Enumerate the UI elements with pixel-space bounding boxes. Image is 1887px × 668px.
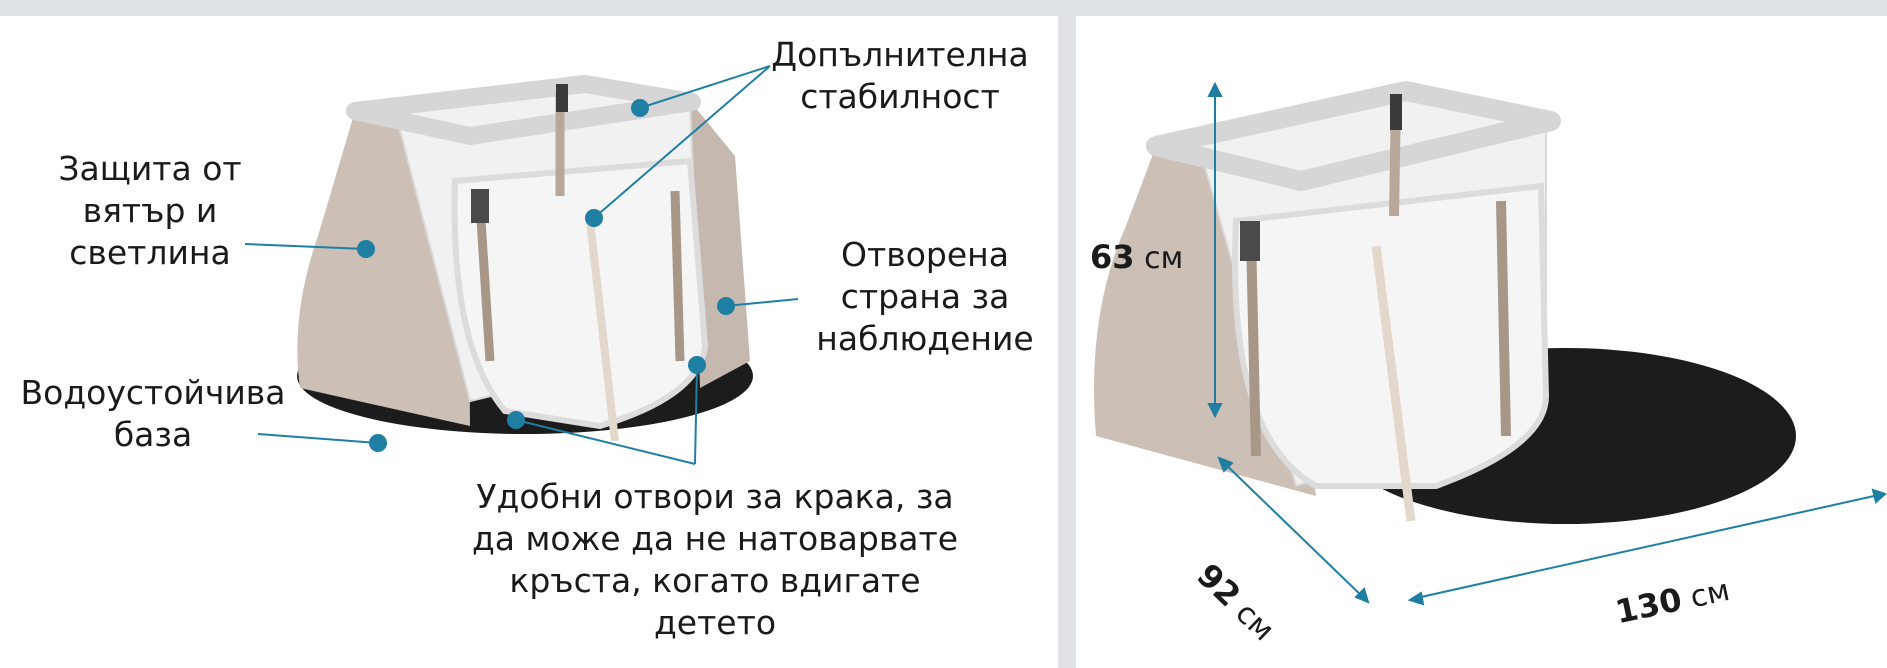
label-leg-openings: Удобни отвори за крака, за да може да не…	[465, 476, 965, 644]
callout-dots	[357, 99, 735, 452]
travel-cot-illustration	[244, 65, 799, 465]
leader-lines	[244, 65, 799, 465]
travel-cot-dimensions-illustration	[1094, 81, 1887, 606]
label-line: страна за	[840, 277, 1010, 316]
dimensions-panel: 63 см 92 см 130 см	[1076, 16, 1887, 668]
label-line: светлина	[69, 233, 231, 272]
label-line: Отворена	[841, 235, 1009, 274]
label-line: кръста, когато вдигате	[509, 561, 921, 600]
features-panel: Допълнителна стабилност Защита от вятър …	[0, 16, 1058, 668]
height-value: 63	[1090, 238, 1135, 276]
dimension-arrows	[1207, 81, 1887, 606]
label-extra-stability: Допълнителна стабилност	[760, 34, 1040, 118]
height-dimension-label: 63 см	[1090, 238, 1183, 276]
label-line: детето	[653, 603, 777, 642]
label-line: да може да не натоварвате	[471, 519, 959, 558]
label-line: база	[113, 415, 193, 454]
label-open-side: Отворена страна за наблюдение	[800, 234, 1050, 360]
label-line: Допълнителна	[771, 35, 1029, 74]
label-line: вятър и	[82, 191, 218, 230]
label-line: Водоустойчива	[20, 373, 286, 412]
label-line: наблюдение	[816, 319, 1034, 358]
label-line: Защита от	[58, 149, 242, 188]
label-line: стабилност	[800, 77, 1000, 116]
label-line: Удобни отвори за крака, за	[476, 477, 954, 516]
label-wind-light-protection: Защита от вятър и светлина	[40, 148, 260, 274]
height-unit: см	[1144, 241, 1184, 276]
label-waterproof-base: Водоустойчива база	[8, 372, 298, 456]
